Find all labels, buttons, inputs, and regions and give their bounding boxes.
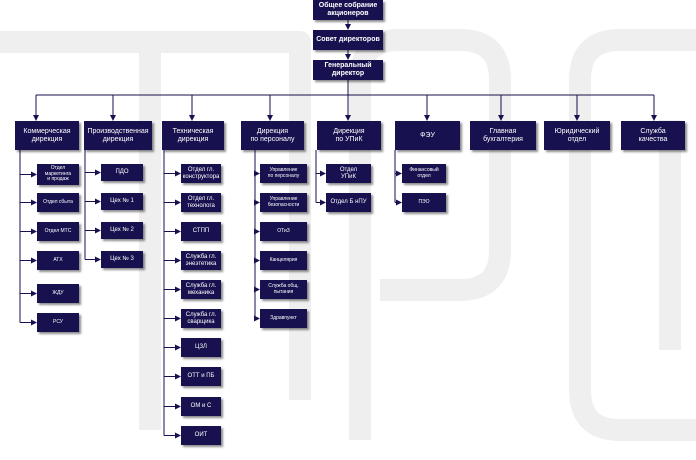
arrow-head: [33, 115, 39, 121]
arrow-head: [95, 198, 101, 205]
arrow-head: [175, 199, 181, 206]
arrow-head: [345, 54, 351, 60]
unit-box-2-3: Служба гл. энеэтетика: [181, 251, 221, 270]
ceo-box: Генеральный директор: [313, 60, 383, 80]
arrow-head: [31, 319, 37, 326]
arrow-head: [175, 403, 181, 410]
arrow-head: [498, 115, 504, 121]
arrow-head: [175, 170, 181, 177]
arrow-head: [254, 286, 260, 293]
arrow-head: [31, 199, 37, 206]
arrow-head: [254, 257, 260, 264]
unit-box-4-1: Отдел Б нПУ: [326, 193, 371, 212]
unit-box-0-3: АТХ: [37, 251, 79, 270]
arrow-head: [345, 115, 351, 121]
arrow-head: [31, 290, 37, 297]
arrow-head: [31, 171, 37, 178]
arrow-head: [175, 228, 181, 235]
unit-box-0-4: ЖДУ: [37, 284, 79, 303]
division-header-8: Служба качества: [621, 121, 685, 150]
arrow-head: [31, 228, 37, 235]
arrow-head: [651, 115, 657, 121]
arrow-head: [175, 257, 181, 264]
arrow-head: [95, 169, 101, 176]
unit-box-2-5: Служба гл. сварщика: [181, 309, 221, 328]
arrow-head: [320, 199, 326, 206]
unit-box-2-8: ОМ и С: [181, 397, 221, 416]
unit-box-2-2: СТПП: [181, 222, 221, 241]
unit-box-2-4: Служба гл. механика: [181, 280, 221, 299]
arrow-head: [95, 227, 101, 234]
unit-box-1-2: Цех № 2: [101, 222, 143, 239]
division-header-5: ФЭУ: [395, 121, 460, 150]
unit-box-3-0: Управление по персоналу: [260, 164, 307, 183]
arrow-head: [254, 315, 260, 322]
unit-box-0-5: РСУ: [37, 313, 79, 332]
arrow-head: [110, 115, 116, 121]
arrow-head: [396, 170, 402, 177]
unit-box-5-0: Финансовый отдел: [402, 164, 446, 183]
arrow-head: [175, 315, 181, 322]
arrow-head: [175, 373, 181, 380]
unit-box-3-2: ОТиЗ: [260, 222, 307, 241]
arrow-head: [254, 228, 260, 235]
arrow-head: [396, 199, 402, 206]
unit-box-3-3: Канцелярия: [260, 251, 307, 270]
unit-box-2-9: ОИТ: [181, 426, 221, 445]
unit-box-5-1: ПЭО: [402, 193, 446, 212]
arrow-head: [254, 170, 260, 177]
unit-box-2-1: Отдел гл. технолога: [181, 193, 221, 212]
unit-box-0-0: Отдел маркетинга и продаж: [37, 164, 79, 185]
arrow-head: [175, 432, 181, 439]
arrow-head: [189, 115, 195, 121]
arrow-head: [424, 115, 430, 121]
unit-box-3-5: Здравпункт: [260, 309, 307, 328]
unit-box-1-0: ПДО: [101, 164, 143, 181]
arrow-head: [175, 344, 181, 351]
shareholders-box: Общее собрание акционеров: [313, 0, 383, 20]
unit-box-1-1: Цех № 1: [101, 193, 143, 210]
division-header-2: Техническая дирекция: [162, 121, 224, 150]
division-header-0: Коммерческая дирекция: [15, 121, 79, 150]
unit-box-0-1: Отдел сбыта: [37, 193, 79, 212]
arrow-head: [95, 256, 101, 263]
division-header-3: Дирекция по персоналу: [241, 121, 304, 150]
arrow-head: [175, 286, 181, 293]
arrow-head: [320, 170, 326, 177]
arrow-head: [574, 115, 580, 121]
unit-box-4-0: Отдел УПиК: [326, 164, 371, 183]
arrow-head: [254, 199, 260, 206]
unit-box-2-0: Отдел гл. конструктора: [181, 164, 221, 183]
division-header-6: Главная бухгалтерия: [470, 121, 536, 150]
arrow-head: [31, 257, 37, 264]
unit-box-2-7: ОТТ и ПБ: [181, 367, 221, 386]
division-header-7: Юридический отдел: [544, 121, 610, 150]
unit-box-0-2: Отдел МТС: [37, 222, 79, 241]
division-header-1: Производственная дирекция: [84, 121, 152, 150]
unit-box-3-4: Служба общ. пытания: [260, 280, 307, 299]
arrow-head: [345, 24, 351, 30]
division-header-4: Дирекция по УПиК: [317, 121, 381, 150]
unit-box-1-3: Цех № 3: [101, 251, 143, 268]
unit-box-3-1: Управление безопасности: [260, 193, 307, 212]
board-box: Совет директоров: [313, 30, 383, 50]
unit-box-2-6: ЦЗЛ: [181, 338, 221, 357]
arrow-head: [267, 115, 273, 121]
